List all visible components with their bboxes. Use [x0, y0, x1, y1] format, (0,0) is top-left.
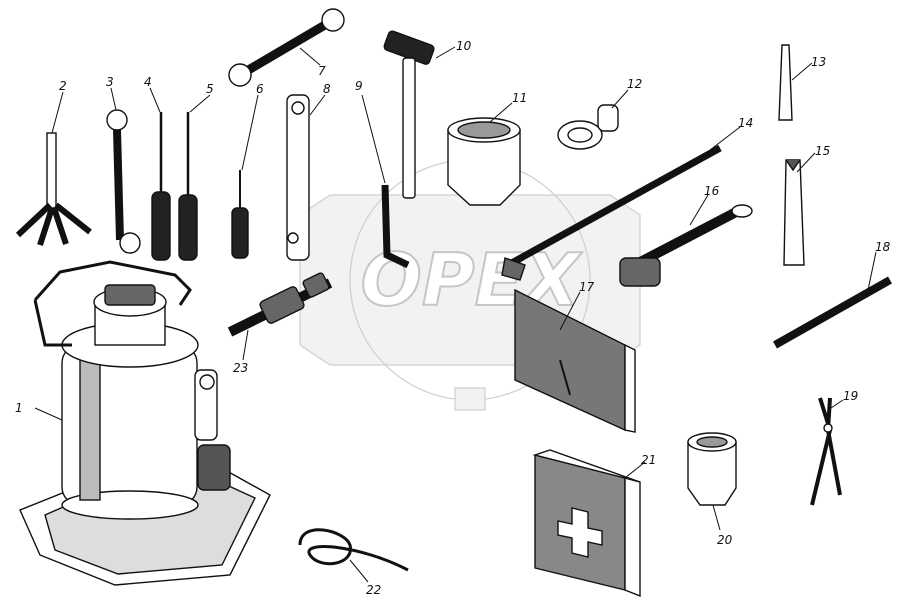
- hose: [298, 528, 409, 572]
- open-end-wrench: [228, 8, 345, 87]
- ring-spanner: [557, 104, 619, 150]
- callout-13: 13: [811, 55, 826, 69]
- adjustable-wrench: [619, 204, 753, 287]
- callout-12: 12: [627, 77, 642, 91]
- callout-3: 3: [106, 75, 114, 89]
- small-socket: [687, 432, 737, 506]
- callout-17: 17: [579, 280, 595, 294]
- ring-wrench: [106, 109, 141, 254]
- valve-tool: [227, 272, 333, 337]
- tool-bag: [514, 288, 636, 433]
- callout-15: 15: [815, 144, 830, 158]
- callout-11: 11: [512, 91, 527, 105]
- hammer: [383, 30, 435, 199]
- callout-5: 5: [206, 82, 214, 96]
- cross-spanner: [15, 132, 92, 246]
- callout-8: 8: [323, 82, 331, 96]
- callout-16: 16: [704, 184, 720, 198]
- leader-lines: [34, 46, 877, 583]
- callout-10: 10: [456, 39, 472, 53]
- hydraulic-jack: [19, 260, 271, 586]
- callout-1: 1: [15, 401, 23, 415]
- drift-punch: [778, 44, 793, 121]
- chisel: [783, 159, 805, 266]
- callout-6: 6: [256, 82, 264, 96]
- callout-labels: 1 2 3 4 5 6 7 8 9 10 11 12 13 14 15 16 1…: [15, 39, 891, 597]
- callout-9: 9: [355, 79, 363, 93]
- callout-7: 7: [318, 64, 326, 78]
- screwdriver-small: [231, 170, 249, 259]
- callout-23: 23: [233, 361, 248, 375]
- callout-14: 14: [738, 116, 753, 130]
- hex-key: [381, 184, 410, 269]
- first-aid-kit: [532, 449, 641, 598]
- callout-20: 20: [717, 533, 733, 547]
- pliers: [810, 397, 842, 506]
- callout-22: 22: [366, 583, 381, 597]
- screwdriver-large: [151, 112, 171, 261]
- tommy-bar: [773, 276, 892, 349]
- large-socket: [447, 117, 521, 206]
- box-socket-wrench: [286, 94, 310, 261]
- callout-21: 21: [641, 453, 656, 467]
- callout-2: 2: [59, 79, 67, 93]
- callout-19: 19: [843, 389, 858, 403]
- screwdriver-medium: [178, 112, 198, 261]
- callout-4: 4: [144, 75, 152, 89]
- tyre-lever: [501, 144, 722, 281]
- callout-18: 18: [875, 240, 891, 254]
